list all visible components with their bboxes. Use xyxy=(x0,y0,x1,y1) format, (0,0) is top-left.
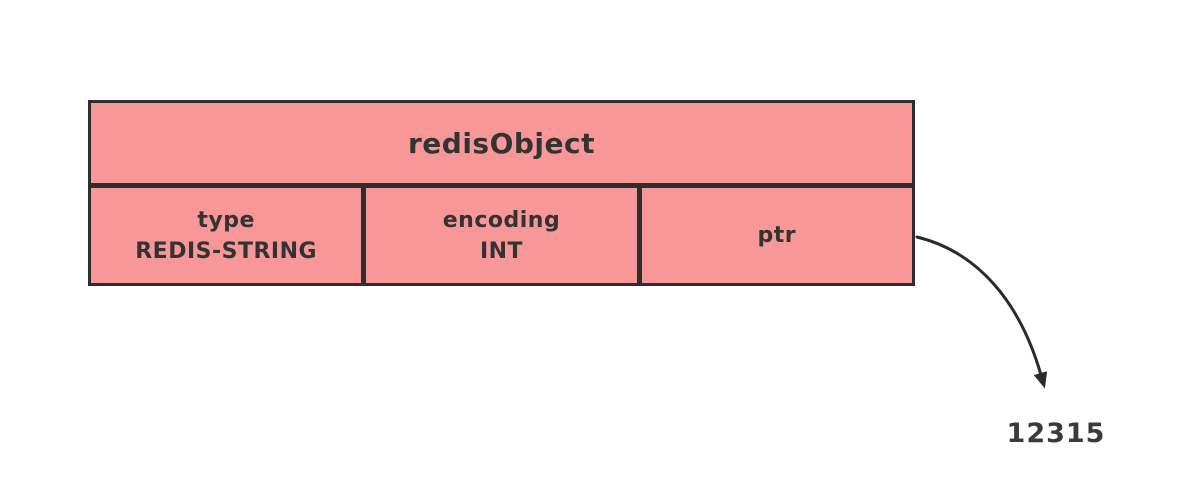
cell-ptr: ptr xyxy=(636,188,912,283)
field-type-name: type xyxy=(197,207,255,233)
redis-object-fields-row: type REDIS-STRING encoding INT ptr xyxy=(91,188,912,283)
cell-type: type REDIS-STRING xyxy=(91,188,361,283)
cell-encoding: encoding INT xyxy=(361,188,636,283)
field-ptr-name: ptr xyxy=(757,223,797,248)
redis-object-box: redisObject type REDIS-STRING encoding I… xyxy=(88,100,915,286)
pointer-target-value: 12315 xyxy=(1006,418,1106,449)
field-type-value: REDIS-STRING xyxy=(135,238,318,264)
field-encoding-value: INT xyxy=(479,238,524,264)
field-encoding-name: encoding xyxy=(442,207,561,233)
redis-object-title: redisObject xyxy=(91,103,912,188)
